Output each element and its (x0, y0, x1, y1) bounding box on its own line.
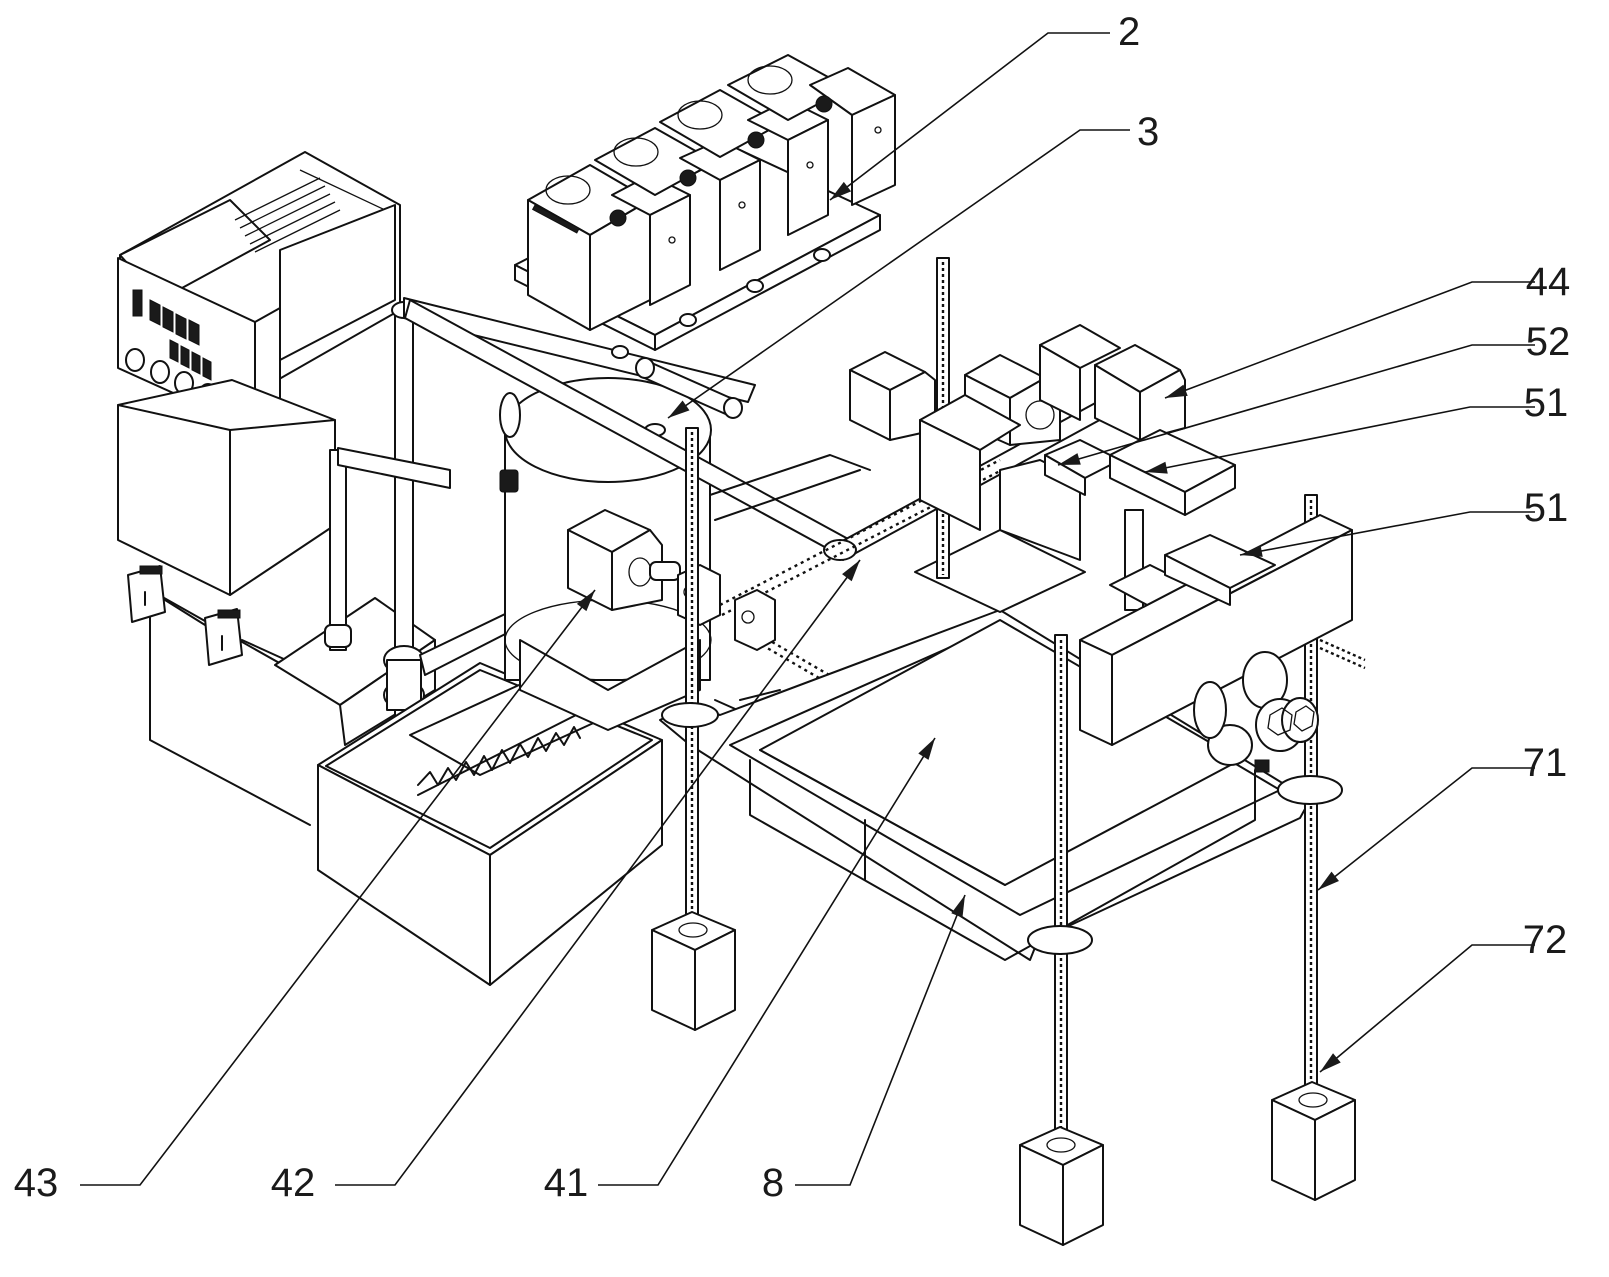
controller-button-1 (125, 348, 145, 372)
label-8: 8 (762, 1161, 784, 1205)
leader-line-52 (1057, 344, 1535, 466)
controller-vents (234, 169, 386, 253)
label-51-upper: 51 (1524, 381, 1569, 425)
arrowhead-72 (1320, 1053, 1341, 1072)
label-3: 3 (1137, 110, 1159, 154)
arrowhead-42 (842, 560, 860, 582)
display-upper-digits (149, 299, 200, 346)
label-71: 71 (1523, 741, 1568, 785)
rocker-switch-1 (127, 565, 166, 623)
vertical-stepper-motor-center (1019, 1126, 1104, 1246)
leader-line-71 (1317, 767, 1535, 891)
arrowhead-2 (830, 181, 852, 200)
leader-line-41 (598, 737, 936, 1186)
label-41: 41 (544, 1161, 589, 1205)
tank-stepper-motor (567, 509, 681, 611)
arrowhead-71 (1318, 871, 1339, 890)
leader-line-44 (1164, 281, 1535, 399)
rocker-switch-2 (204, 608, 243, 666)
arrowhead-44 (1165, 384, 1188, 398)
pump-module-4 (727, 54, 896, 206)
label-44: 44 (1526, 260, 1571, 304)
platform-frame (659, 529, 1311, 961)
leader-line-8 (795, 894, 966, 1186)
switch-wire (164, 599, 206, 626)
vertical-stepper-motor-left (651, 911, 736, 1031)
label-43: 43 (14, 1161, 59, 1205)
label-2: 2 (1118, 10, 1140, 54)
temperature-controller (117, 151, 401, 431)
leader-line-72 (1319, 944, 1535, 1073)
motor-bracket (919, 394, 1081, 561)
label-51-lower: 51 (1524, 486, 1569, 530)
label-42: 42 (271, 1161, 316, 1205)
arrowhead-8 (951, 895, 965, 918)
pump-module-array (514, 54, 896, 359)
status-led-column (132, 289, 143, 317)
pipe-fittings (1193, 651, 1319, 773)
arrowhead-51a (1145, 461, 1168, 474)
arrowhead-3 (668, 400, 690, 418)
base-housing (149, 589, 346, 826)
vertical-lead-screw-center-front (1054, 634, 1068, 1136)
display-lower-digits (169, 339, 212, 381)
pump-module-2 (594, 127, 761, 271)
leader-lines (80, 32, 1535, 1186)
controller-button-2 (150, 360, 170, 384)
leader-line-43 (80, 589, 596, 1186)
arrowhead-43 (576, 590, 595, 612)
leader-line-51a (1144, 406, 1535, 473)
label-52: 52 (1526, 320, 1571, 364)
vertical-lead-screw-left-front (685, 427, 699, 929)
reference-labels: 2 3 44 52 51 51 71 72 43 42 41 8 (14, 10, 1571, 1205)
stepper-motor-rear-left (849, 351, 936, 441)
pump-module-1 (527, 164, 691, 331)
stepper-motor-rear-right (1039, 324, 1121, 421)
label-72: 72 (1523, 918, 1568, 962)
leader-line-2 (829, 32, 1110, 201)
arrowhead-51b (1240, 545, 1263, 557)
gear-rack (417, 711, 583, 796)
leader-line-3 (667, 129, 1130, 419)
clamp-block-upper (1109, 429, 1236, 516)
leader-line-51b (1239, 511, 1535, 556)
control-cabinet (117, 379, 336, 596)
leader-line-42 (335, 559, 861, 1186)
arrowhead-52 (1058, 453, 1081, 465)
side-screw-stub (1319, 638, 1366, 670)
stepper-motor-upper-right (1094, 344, 1186, 441)
clamp-block-lower (1164, 534, 1276, 606)
vertical-stepper-motor (1271, 1081, 1356, 1201)
arrowhead-41 (918, 738, 935, 760)
